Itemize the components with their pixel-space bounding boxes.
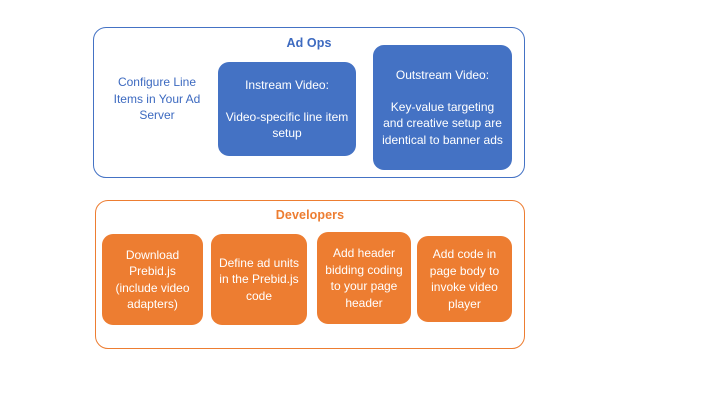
outstream-video-box: Outstream Video: Key-value targeting and… bbox=[373, 45, 512, 170]
developers-group-title: Developers bbox=[275, 208, 345, 222]
instream-video-box: Instream Video: Video-specific line item… bbox=[218, 62, 356, 156]
developer-step-invoke-video-player: Add code in page body to invoke video pl… bbox=[417, 236, 512, 322]
developer-step-define-ad-units: Define ad units in the Prebid.js code bbox=[211, 234, 307, 325]
developer-step-header-bidding-code: Add header bidding coding to your page h… bbox=[317, 232, 411, 324]
outstream-video-body: Key-value targeting and creative setup a… bbox=[382, 99, 503, 147]
developer-step-download-prebid-label: Download Prebid.js (include video adapte… bbox=[115, 247, 190, 312]
instream-video-heading: Instream Video: bbox=[245, 77, 329, 92]
ad-ops-group-title: Ad Ops bbox=[286, 36, 332, 50]
instream-video-body: Video-specific line item setup bbox=[225, 109, 349, 141]
outstream-video-heading: Outstream Video: bbox=[395, 67, 490, 82]
developer-step-header-bidding-code-label: Add header bidding coding to your page h… bbox=[325, 246, 403, 310]
configure-line-items-node: Configure Line Items in Your Ad Server bbox=[113, 75, 201, 123]
developer-step-download-prebid: Download Prebid.js (include video adapte… bbox=[102, 234, 203, 325]
developer-step-define-ad-units-label: Define ad units in the Prebid.js code bbox=[218, 255, 300, 303]
developer-step-invoke-video-player-label: Add code in page body to invoke video pl… bbox=[429, 247, 500, 311]
